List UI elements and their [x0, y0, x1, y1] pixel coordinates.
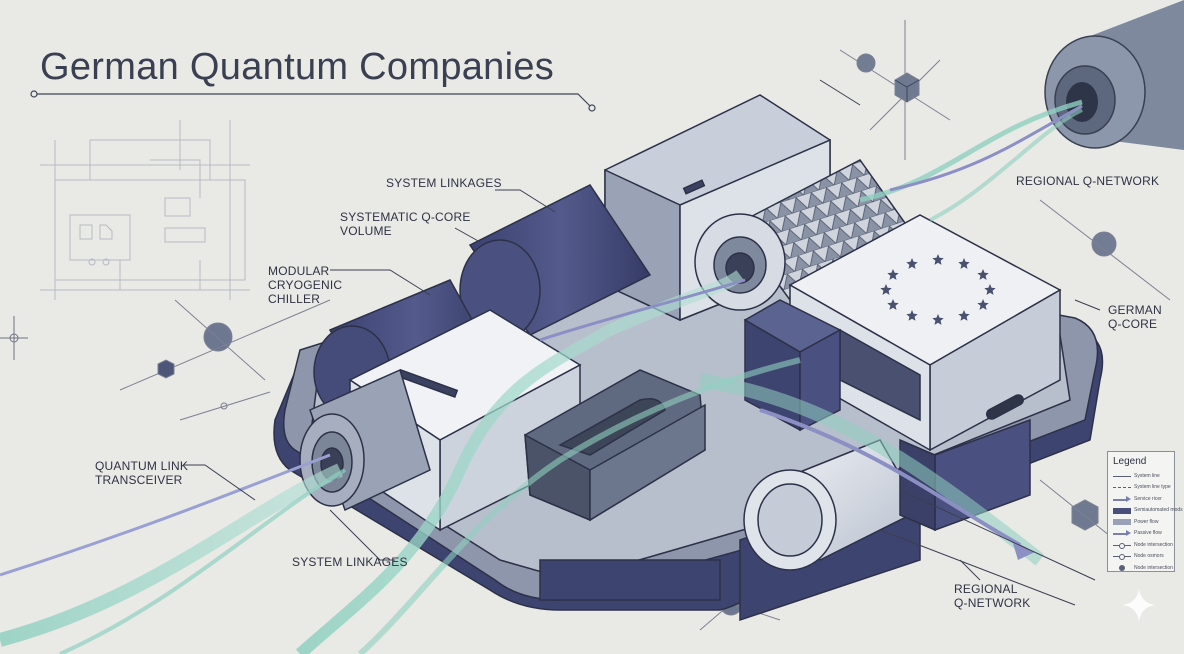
eu-star-icon: [958, 258, 970, 269]
legend-label: Power flow: [1134, 518, 1159, 525]
bottom-storage-cylinder: [739, 439, 922, 622]
eu-star-circle-icon: [880, 254, 996, 325]
regional-network-tube: [1044, 0, 1184, 150]
legend-label: System line type: [1134, 484, 1171, 491]
legend-symbol-line: [1113, 472, 1131, 480]
callout-quantum-link-transceiver: QUANTUM LINK TRANSCEIVER: [95, 459, 189, 487]
crosshair-icon: [0, 316, 28, 360]
eu-star-icon: [958, 310, 970, 321]
german-qcore-module: [788, 214, 1062, 452]
legend-item: Passive flow: [1113, 528, 1170, 540]
eu-star-icon: [984, 284, 996, 295]
legend-item: Node intersection: [1113, 562, 1173, 574]
legend-item: System line: [1113, 470, 1170, 482]
legend-label: Node intersection: [1134, 541, 1173, 548]
title-underline: [30, 90, 596, 112]
callout-german-qcore: GERMAN Q-CORE: [1108, 303, 1162, 331]
callout-leaders: [184, 79, 1101, 581]
eu-star-icon: [906, 310, 918, 321]
legend-title: Legend: [1113, 456, 1147, 467]
callout-regional-qnetwork-bottom: REGIONAL Q-NETWORK: [954, 582, 1031, 610]
eu-star-icon: [977, 299, 989, 310]
blueprint-schematic: [40, 120, 250, 300]
eu-star-icon: [887, 299, 899, 310]
eu-star-icon: [932, 314, 944, 325]
eu-star-icon: [887, 269, 899, 280]
legend-label: System line: [1134, 472, 1160, 479]
eu-star-icon: [880, 284, 892, 295]
legend-item: Semiautomated mods: [1113, 505, 1183, 517]
legend-symbol-box: [1113, 507, 1131, 514]
legend-symbol-ndot: [1113, 541, 1131, 549]
legend-label: Semiautomated mods: [1134, 507, 1183, 514]
legend-symbol-ndot: [1113, 552, 1131, 561]
legend-label: Service ricer: [1134, 495, 1162, 502]
eu-star-icon: [932, 254, 944, 265]
callout-system-linkages-top: SYSTEM LINKAGES: [386, 176, 502, 190]
legend-item: Node intersection: [1113, 539, 1173, 551]
legend-label: Passive flow: [1134, 530, 1162, 537]
legend-label: Node intersection: [1134, 564, 1173, 571]
page-title: German Quantum Companies: [40, 46, 555, 88]
legend-label: Node osmors: [1134, 553, 1164, 560]
legend-item: Service ricer: [1113, 493, 1170, 505]
callout-regional-qnetwork-top: REGIONAL Q-NETWORK: [1016, 174, 1160, 188]
legend-symbol-box2: [1113, 519, 1131, 526]
legend-symbol-dot: [1113, 564, 1131, 572]
legend-symbol-arrow: [1113, 529, 1131, 537]
legend-item: Power flow: [1113, 516, 1170, 528]
legend-item: Node osmors: [1113, 551, 1170, 563]
eu-star-icon: [977, 269, 989, 280]
legend-symbol-dash: [1113, 483, 1131, 491]
eu-star-icon: [906, 258, 918, 269]
legend-item: System line type: [1113, 482, 1171, 494]
data-streams: [0, 99, 1096, 654]
callout-systematic-qcore-volume: SYSTEMATIC Q-CORE VOLUME: [340, 210, 471, 238]
callout-system-linkages-bottom: SYSTEM LINKAGES: [292, 555, 408, 569]
legend-symbol-arrow: [1113, 495, 1131, 503]
callout-modular-cryogenic-chiller: MODULAR CRYOGENIC CHILLER: [268, 264, 343, 306]
sparkle-icon: [1122, 588, 1156, 622]
